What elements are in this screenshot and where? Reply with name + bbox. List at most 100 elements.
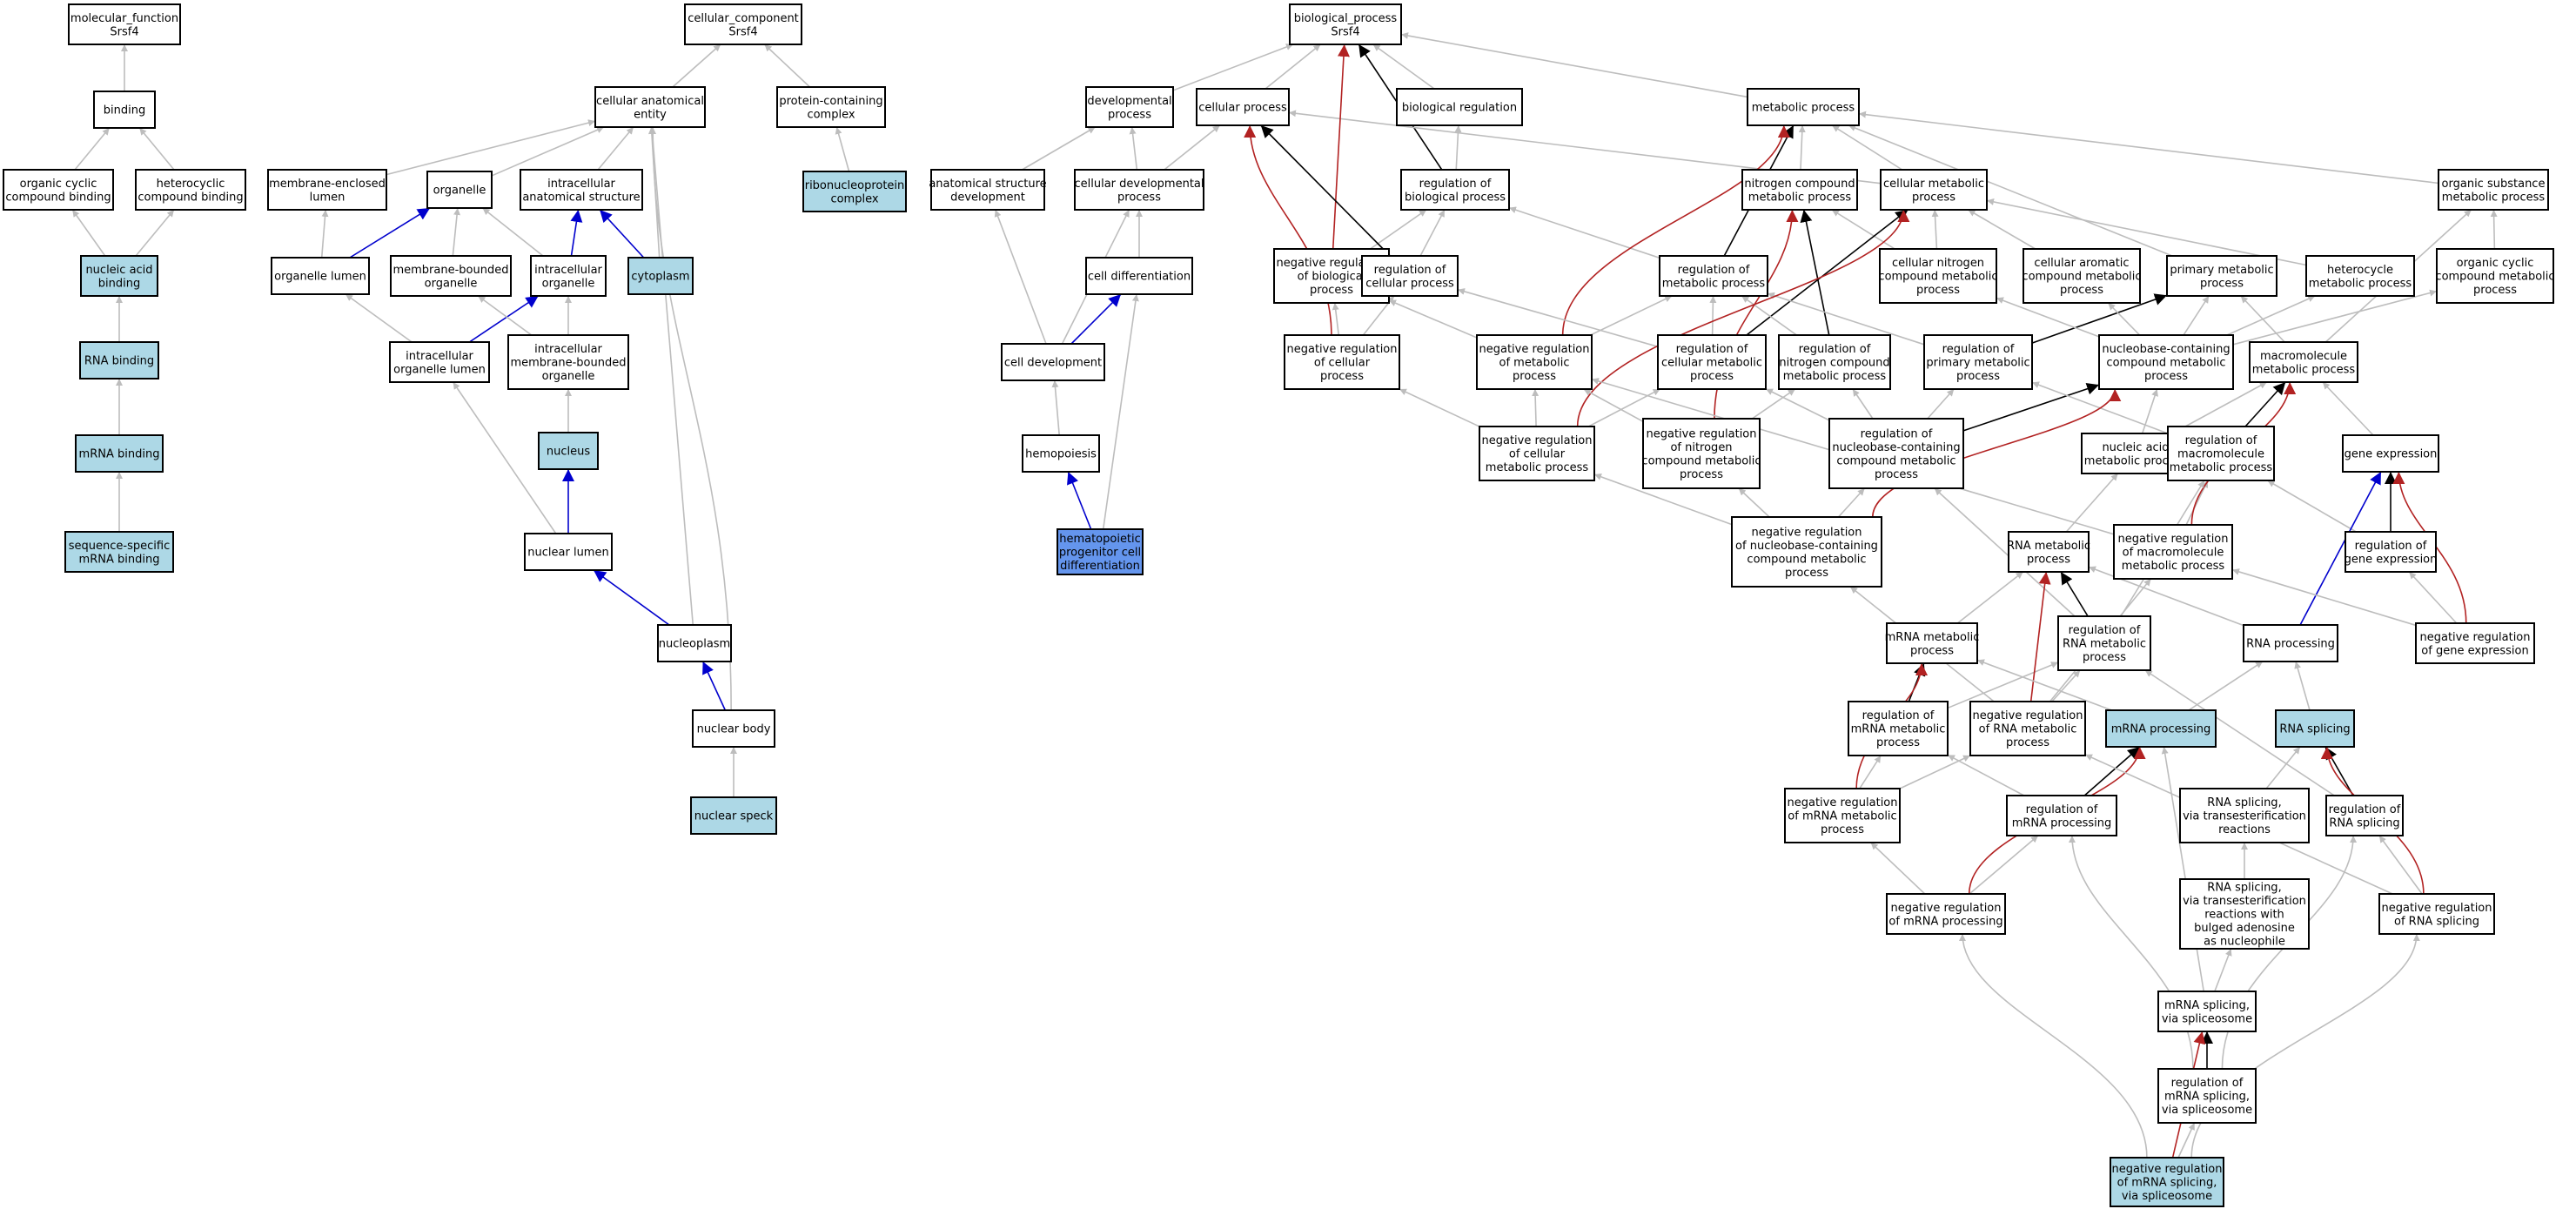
go-term-mrna-binding: mRNA binding	[75, 434, 164, 473]
go-term-box	[2167, 426, 2275, 481]
edge-gray-nuclear-body-to-cellular-anatomical-entity	[649, 126, 732, 711]
go-term-label: negative regulation	[2111, 1163, 2222, 1176]
go-term-label: negative regulation	[1479, 343, 1589, 356]
go-term-box	[520, 169, 643, 211]
go-term-label: via spliceosome	[2162, 1104, 2252, 1117]
edge-gray-mrna-processing-to-rna-processing	[2188, 661, 2264, 711]
edge-gray-biological-regulation-to-bp-root	[1372, 44, 1435, 90]
go-term-nucleoplasm: nucleoplasm	[657, 624, 732, 662]
go-term-cellular-process: cellular process	[1196, 88, 1290, 126]
go-term-box	[776, 86, 886, 128]
go-term-label: negative regulation	[1890, 902, 2001, 915]
go-term-label: process	[2006, 736, 2049, 749]
go-term-box	[2110, 1157, 2224, 1207]
edge-gray-reg-rna-metabolic-process-to-reg-nucleobase-containing-compound-mp	[1934, 487, 2076, 617]
go-term-label: RNA splicing,	[2207, 882, 2281, 895]
go-term-label: cellular aromatic	[2034, 257, 2129, 270]
edge-gray-neg-reg-rna-splicing-to-reg-rna-splicing	[2378, 835, 2423, 895]
go-term-label: of RNA metabolic	[1979, 723, 2077, 736]
edge-gray-neg-reg-metabolic-process-to-neg-reg-biological-process	[1388, 299, 1478, 339]
go-term-box	[267, 169, 387, 211]
go-term-label: process	[1108, 108, 1151, 121]
edge-gray-membrane-bounded-organelle-to-organelle	[452, 207, 461, 257]
go-term-label: cellular_component	[688, 12, 799, 25]
go-term-label: nucleobase-containing	[1832, 441, 1960, 454]
edge-gray-ribonucleoprotein-complex-to-protein-containing-complex	[835, 126, 850, 172]
go-term-label: metabolic process	[2252, 363, 2356, 376]
go-term-label: process	[2083, 651, 2126, 664]
go-term-label: hematopoietic	[1059, 533, 1141, 546]
go-term-box	[2342, 434, 2439, 473]
go-term-label: negative regulation	[2419, 631, 2530, 644]
go-term-label: cellular process	[1198, 102, 1287, 115]
go-term-label: lumen	[310, 191, 345, 204]
go-term-label: intracellular	[534, 264, 602, 277]
edge-gray-intracellular-mb-organelle-to-membrane-bounded-organelle	[477, 295, 533, 336]
go-term-label: via spliceosome	[2162, 1012, 2252, 1025]
go-term-box	[1828, 418, 1964, 489]
edge-gray-cellular-metabolic-process-to-metabolic-process	[1831, 124, 1903, 171]
go-term-box	[271, 257, 370, 295]
go-term-box	[2006, 795, 2117, 836]
go-term-label: organelle	[542, 370, 595, 383]
go-term-label: compound metabolic	[1836, 454, 1955, 467]
edge-black-reg-rna-splicing-to-rna-splicing	[2324, 746, 2354, 796]
edge-blue-rna-processing-to-gene-expression	[2299, 471, 2382, 626]
go-term-label: process	[1916, 284, 1960, 297]
go-term-label: intracellular	[406, 350, 473, 363]
go-term-label: cellular nitrogen	[1892, 257, 1984, 270]
edge-gray-neg-reg-metabolic-process-to-reg-metabolic-process	[1590, 295, 1673, 336]
edge-gray-organelle-lumen-to-membrane-enclosed-lumen	[320, 209, 329, 259]
go-term-label: mRNA binding	[79, 448, 160, 461]
go-term-box	[684, 3, 802, 45]
go-term-label: compound metabolic	[1878, 271, 1997, 284]
edge-gray-reg-metabolic-process-to-regulation-of-biological-process	[1508, 206, 1660, 259]
go-term-box	[135, 169, 246, 211]
edge-gray-nucleic-acid-binding-to-organic-cyclic-binding	[71, 209, 106, 257]
edge-gray-reg-cellular-metabolic-process-to-reg-metabolic-process	[1709, 295, 1717, 336]
edge-gray-primary-metabolic-process-to-metabolic-process	[1848, 124, 2173, 257]
edge-gray-neg-reg-mrna-metabolic-process-to-reg-mrna-metabolic-process	[1859, 755, 1882, 789]
go-term-box	[538, 432, 599, 470]
edge-gray-reg-nucleobase-containing-compound-mp-to-reg-primary-metabolic-process	[1927, 388, 1955, 420]
edge-gray-neg-reg-cellular-metabolic-process-to-neg-reg-metabolic-process	[1532, 388, 1540, 427]
go-term-label: Srsf4	[728, 25, 757, 38]
go-term-label: nucleic acid	[2102, 441, 2169, 454]
go-term-label: intracellular	[534, 343, 602, 356]
go-term-label: negative regulation	[2381, 902, 2492, 915]
go-term-box	[1657, 334, 1767, 390]
go-term-box	[2008, 531, 2090, 573]
go-term-metabolic-process: metabolic process	[1747, 88, 1860, 126]
go-term-label: RNA processing	[2246, 638, 2335, 651]
go-term-label: RNA metabolic	[2007, 540, 2090, 553]
go-term-box	[1778, 334, 1891, 390]
go-term-label: metabolic process	[1486, 461, 1589, 474]
go-term-box	[2325, 795, 2404, 836]
go-term-box	[1642, 418, 1761, 489]
edge-gray-mrna-splicing-spliceosome-to-rna-splicing-bulged-adenosine	[2214, 948, 2232, 992]
edge-gray-rna-splicing-transesterification-to-rna-splicing	[2265, 746, 2301, 789]
go-term-hemopoiesis: hemopoiesis	[1022, 434, 1100, 473]
go-term-label: mRNA metabolic	[1885, 631, 1980, 644]
go-term-label: regulation of	[2171, 1077, 2244, 1090]
edge-gray-nucleobase-containing-compound-mp-to-cellular-aromatic-compound-mp	[2107, 302, 2141, 336]
go-term-label: mRNA processing	[2111, 723, 2211, 736]
edge-gray-hematopoietic-progenitor-cell-differentiation-to-cell-differentiation	[1102, 293, 1139, 530]
go-term-box	[1659, 255, 1768, 297]
